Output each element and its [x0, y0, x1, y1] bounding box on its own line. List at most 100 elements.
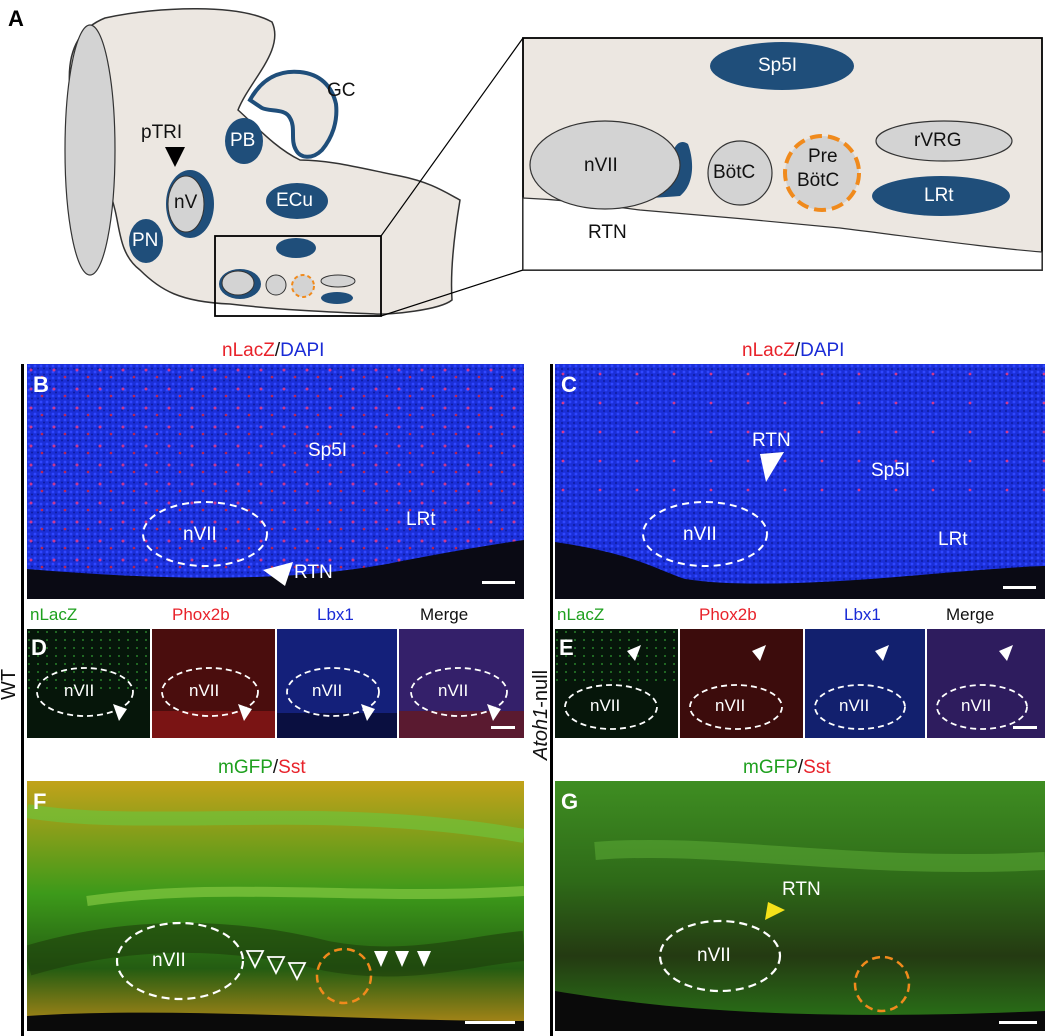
title-g-sst: Sst: [803, 757, 831, 778]
panel-g-scalebar: [999, 1021, 1037, 1024]
inset-box: [214, 235, 382, 317]
mini-prebotc: [291, 274, 315, 298]
side-label-wt-text: WT: [0, 668, 20, 700]
panel-f-nvii: nVII: [152, 950, 186, 971]
inset-label-lrt: LRt: [924, 185, 954, 206]
panel-d-merge: nVII: [399, 629, 524, 738]
panel-d-nvii-4: nVII: [438, 681, 469, 700]
inset-label-prebotc: BötC: [797, 170, 840, 191]
inset-label-botc: BötC: [713, 162, 756, 183]
inset-label-sp5i: Sp5I: [758, 55, 798, 76]
panel-e-nvii-3: nVII: [839, 696, 870, 715]
title-b-dapi: DAPI: [280, 340, 325, 361]
panel-b-image: B Sp5I nVII LRt RTN: [27, 364, 524, 599]
connector-top: [380, 37, 524, 237]
panel-b-nvii-outline: [142, 501, 268, 567]
title-f: mGFP/Sst: [218, 757, 306, 779]
inset-label-nvii: nVII: [584, 155, 618, 176]
title-c: nLacZ/DAPI: [742, 340, 844, 362]
side-label-wt: WT: [0, 669, 21, 700]
inset-lrt: [872, 176, 1010, 216]
panel-c-rtn-arrow: [760, 452, 784, 482]
panel-e-nvii-4: nVII: [961, 696, 992, 715]
panel-c-nvii-outline: [642, 501, 768, 567]
d-title-lacz: nLacZ: [30, 605, 78, 624]
mini-rvrg: [320, 274, 356, 288]
panel-g-nvii-outline: [658, 919, 782, 993]
panel-c-image: C RTN Sp5I nVII LRt: [555, 364, 1045, 599]
panel-e-nvii-2: nVII: [715, 696, 746, 715]
panel-g-prebotc-outline: [853, 955, 911, 1013]
panel-f-image: F nVII: [27, 781, 524, 1031]
e-title-lacz: nLacZ: [557, 605, 605, 624]
panel-d-nvii-1: nVII: [64, 681, 95, 700]
panel-f-filled-arrow-2: [395, 951, 409, 967]
panel-c-letter: C: [561, 372, 577, 397]
panel-b-lrt: LRt: [406, 509, 436, 530]
connector-bottom: [380, 269, 524, 317]
panel-e-lbx1: nVII: [805, 629, 925, 738]
inset-label-pre: Pre: [808, 146, 838, 167]
title-c-lacz: nLacZ: [742, 340, 795, 361]
panel-c-scalebar: [1003, 586, 1036, 589]
cut-face: [64, 24, 116, 276]
panel-f-open-arrow-2: [266, 956, 286, 976]
panel-f-open-arrow-1: [245, 950, 265, 970]
title-g: mGFP/Sst: [743, 757, 831, 779]
panel-g-nvii: nVII: [697, 945, 731, 966]
label-gc: GC: [327, 80, 356, 101]
pb-nucleus: [225, 118, 263, 164]
panel-d-nvii-3: nVII: [312, 681, 343, 700]
panel-b-nvii: nVII: [183, 524, 217, 545]
label-nv: nV: [174, 192, 198, 213]
title-b: nLacZ/DAPI: [222, 340, 324, 362]
title-f-slash: /: [272, 757, 279, 778]
panel-e-lacz: E nVII: [555, 629, 678, 738]
brainstem-schematic: [64, 8, 1043, 317]
panel-f-letter: F: [33, 789, 47, 814]
title-g-gfp: mGFP: [743, 757, 798, 778]
panel-c-rtn: RTN: [752, 430, 791, 451]
panel-f-prebotc-outline: [315, 947, 373, 1005]
pn-nucleus: [129, 219, 163, 263]
title-c-dapi: DAPI: [800, 340, 845, 361]
title-f-gfp: mGFP: [218, 757, 273, 778]
wt-bar: [21, 364, 24, 1036]
d-title-merge: Merge: [420, 605, 469, 624]
label-ecu: ECu: [276, 190, 313, 211]
inset-sp5i: [710, 42, 854, 90]
panel-d-phox2b: nVII: [152, 629, 275, 738]
side-label-atoh: Atoh1-null: [530, 670, 553, 760]
panel-d-lacz: D nVII: [27, 629, 150, 738]
panel-d-nvii-2: nVII: [189, 681, 220, 700]
e-title-phox2b: Phox2b: [699, 605, 757, 624]
tissue-outline: [68, 8, 461, 315]
panel-d-scalebar: [491, 726, 515, 729]
ecu-nucleus: [266, 183, 328, 219]
mini-nvii: [221, 270, 255, 296]
title-f-sst: Sst: [278, 757, 306, 778]
mini-sp5i: [276, 238, 316, 258]
title-c-slash: /: [794, 340, 801, 361]
panel-d-lbx1: nVII: [277, 629, 397, 738]
label-ptri: pTRI: [141, 122, 183, 143]
title-b-slash: /: [274, 340, 281, 361]
panel-g-image: G RTN nVII: [555, 781, 1045, 1031]
panel-e-scalebar: [1013, 726, 1037, 729]
panel-g-rtn: RTN: [782, 879, 821, 900]
panel-f-scalebar: [465, 1021, 515, 1024]
gc-outline: [247, 69, 339, 159]
inset-nvii: [529, 120, 681, 210]
nv-inner: [167, 175, 205, 233]
mini-lrt: [321, 292, 353, 304]
mini-botc: [265, 274, 287, 296]
e-title-merge: Merge: [946, 605, 995, 624]
d-title-phox2b: Phox2b: [172, 605, 230, 624]
side-label-atoh-rest: -null: [530, 669, 552, 708]
side-label-atoh-italic: Atoh1: [530, 707, 552, 760]
panel-e-merge: nVII: [927, 629, 1045, 738]
panel-c-sp5i: Sp5I: [871, 460, 911, 481]
title-b-lacz: nLacZ: [222, 340, 275, 361]
atoh-bar: [550, 364, 553, 1036]
panel-c-nvii: nVII: [683, 524, 717, 545]
